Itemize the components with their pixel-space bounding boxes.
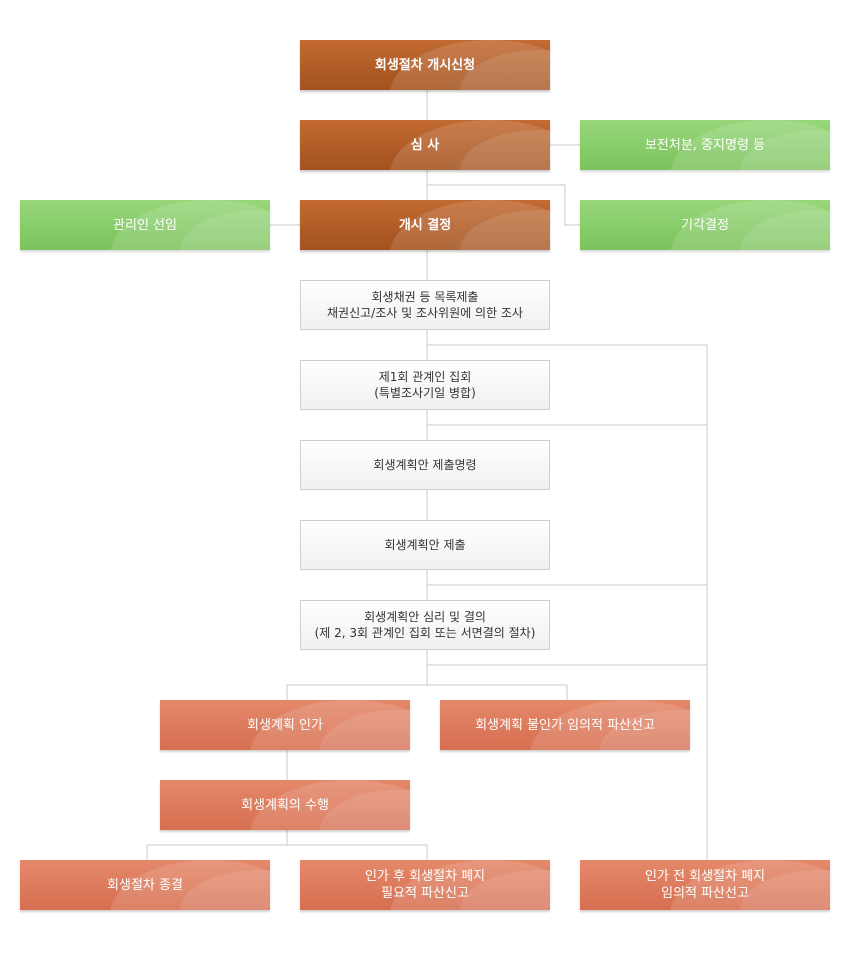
node-pre-approval-abolition-label: 인가 전 회생절차 폐지 임의적 파산선고 [644,869,766,901]
node-rehab-termination: 회생절차 종결 [20,860,270,910]
node-claims-list-label: 회생채권 등 목록제출 채권신고/조사 및 조사위원에 의한 조사 [327,290,523,320]
node-plan-approval: 회생계획 인가 [160,700,410,750]
node-first-meeting-label: 제1회 관계인 집회 (특별조사기일 병합) [374,370,476,400]
node-preservation-order: 보전처분, 중지명령 등 [580,120,830,170]
node-plan-approval-label: 회생계획 인가 [247,717,323,733]
node-plan-submission: 회생계획안 제출 [300,520,550,570]
node-plan-hearing: 회생계획안 심리 및 결의 (제 2, 3회 관계인 집회 또는 서면결의 절차… [300,600,550,650]
node-preservation-order-label: 보전처분, 중지명령 등 [644,137,766,153]
node-plan-submission-label: 회생계획안 제출 [384,538,466,552]
node-plan-order: 회생계획안 제출명령 [300,440,550,490]
node-first-meeting: 제1회 관계인 집회 (특별조사기일 병합) [300,360,550,410]
node-plan-execution: 회생계획의 수행 [160,780,410,830]
node-manager-appointment: 관리인 선임 [20,200,270,250]
node-manager-appointment-label: 관리인 선임 [113,217,177,233]
node-dismissal: 기각결정 [580,200,830,250]
node-plan-execution-label: 회생계획의 수행 [241,797,329,813]
node-post-approval-abolition: 인가 후 회생절차 폐지 필요적 파산신고 [300,860,550,910]
node-dismissal-label: 기각결정 [681,217,729,233]
node-review-label: 심 사 [410,137,440,153]
node-plan-order-label: 회생계획안 제출명령 [373,458,477,472]
node-rehab-filing-label: 회생절차 개시신청 [374,57,476,73]
node-plan-hearing-label: 회생계획안 심리 및 결의 (제 2, 3회 관계인 집회 또는 서면결의 절차… [314,610,536,640]
node-commencement-decision-label: 개시 결정 [398,217,452,233]
node-commencement-decision: 개시 결정 [300,200,550,250]
connector-line [427,184,580,226]
node-claims-list: 회생채권 등 목록제출 채권신고/조사 및 조사위원에 의한 조사 [300,280,550,330]
node-rehab-filing: 회생절차 개시신청 [300,40,550,90]
node-plan-disapproval-label: 회생계획 불인가 임의적 파산선고 [475,717,655,733]
node-post-approval-abolition-label: 인가 후 회생절차 폐지 필요적 파산신고 [364,869,486,901]
node-plan-disapproval: 회생계획 불인가 임의적 파산선고 [440,700,690,750]
node-review: 심 사 [300,120,550,170]
node-rehab-termination-label: 회생절차 종결 [107,877,183,893]
node-pre-approval-abolition: 인가 전 회생절차 폐지 임의적 파산선고 [580,860,830,910]
